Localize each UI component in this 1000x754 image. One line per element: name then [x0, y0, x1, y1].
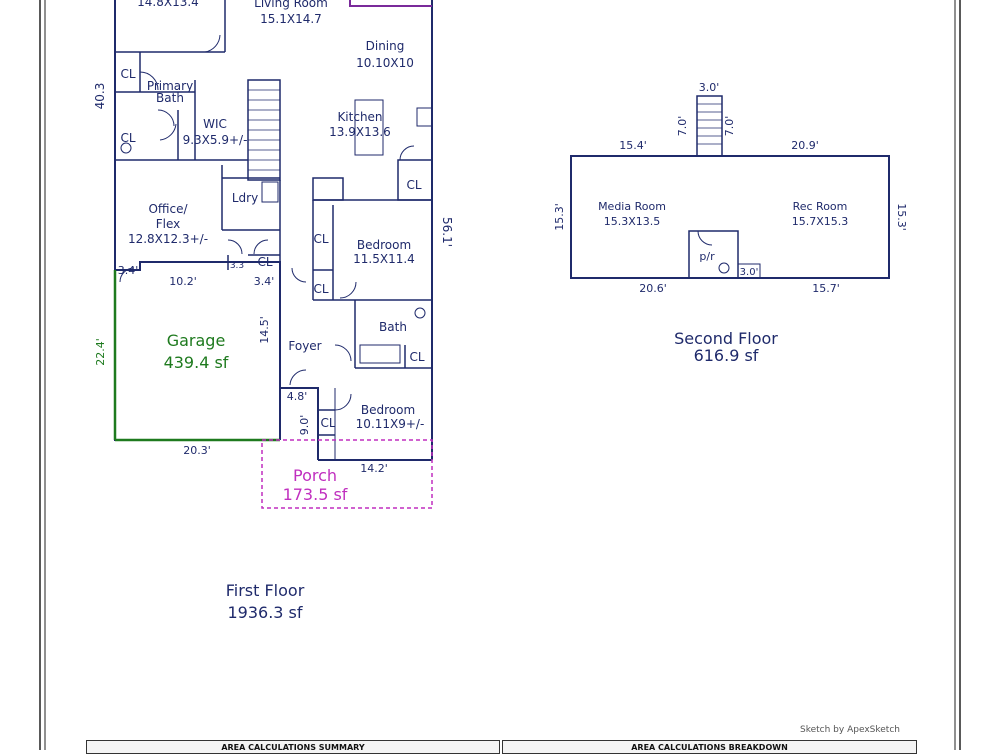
room-living-dims: 15.1X14.7	[260, 12, 322, 26]
room-media-dims: 15.3X13.5	[604, 215, 661, 228]
dim2-3-0-bottom: 3.0'	[740, 267, 759, 278]
sketch-credit: Sketch by ApexSketch	[800, 725, 900, 735]
powder-door-swing	[697, 230, 713, 246]
room-office-line1: Office/	[148, 202, 188, 216]
closet-label-5: CL	[313, 282, 328, 296]
bathtub	[359, 344, 401, 364]
closet-label-2: CL	[120, 131, 135, 145]
dim2-15-3-left: 15.3'	[553, 203, 566, 231]
dim-10-2: 10.2'	[169, 275, 197, 288]
area-breakdown-header: AREA CALCULATIONS BREAKDOWN	[502, 740, 917, 754]
room-office-line2: Flex	[156, 217, 181, 231]
room-wic-label: WIC	[203, 117, 227, 131]
kitchen-island	[312, 177, 344, 201]
room-wic-dims: 9.3X5.9+/-	[183, 133, 248, 147]
washer	[261, 181, 279, 203]
room-kitchen-dims: 13.9X13.6	[329, 125, 391, 139]
dim-22-4: 22.4'	[94, 338, 107, 366]
room-foyer-label: Foyer	[288, 339, 321, 353]
toilet-fixture-2	[414, 307, 426, 319]
dim-3-4-b: 3.4'	[254, 275, 275, 288]
room-living-label: Living Room	[254, 0, 328, 10]
second-floor-title: Second Floor	[674, 329, 778, 348]
area-summary-header: AREA CALCULATIONS SUMMARY	[86, 740, 500, 754]
wall-outline-west	[114, 0, 281, 440]
closet-label-3: CL	[406, 178, 421, 192]
stair-treads	[248, 89, 280, 171]
porch-outline	[261, 439, 433, 509]
small-closet-second	[737, 263, 761, 279]
first-floor-area: 1936.3 sf	[227, 603, 302, 622]
kitchen-counter	[354, 99, 384, 156]
first-floor-plan	[113, 0, 433, 509]
dim-3-4-a: 3.4'	[118, 264, 139, 277]
closet-label-7: CL	[409, 350, 424, 364]
room-bedroom-b-dims: 10.11X9+/-	[356, 417, 425, 431]
porch-label: Porch	[293, 466, 337, 485]
dim2-7-0-right: 7.0'	[723, 116, 736, 137]
room-rec-label: Rec Room	[793, 200, 848, 213]
room-primary-bath-line1: Primary	[147, 79, 193, 93]
closet-label-4: CL	[313, 232, 328, 246]
room-top-left-dims: 14.8X13.4	[137, 0, 199, 9]
dim-4-8: 4.8'	[287, 390, 308, 403]
first-floor-title: First Floor	[226, 581, 305, 600]
dim2-15-4: 15.4'	[619, 139, 647, 152]
dim2-15-7: 15.7'	[812, 282, 840, 295]
room-kitchen-label: Kitchen	[337, 110, 382, 124]
top-bay-wall	[349, 0, 432, 7]
cooktop	[416, 107, 433, 127]
powder-room-walls	[688, 230, 739, 279]
room-office-dims: 12.8X12.3+/-	[128, 232, 208, 246]
room-bath-label: Bath	[379, 320, 407, 334]
second-floor-plan	[570, 95, 890, 279]
room-bedroom-b-label: Bedroom	[361, 403, 415, 417]
room-primary-bath-line2: Bath	[156, 91, 184, 105]
toilet-fixture	[120, 142, 132, 154]
room-rec-dims: 15.7X15.3	[792, 215, 849, 228]
first-floor-labels: 14.8X13.4 Living Room 15.1X14.7 Dining 1…	[93, 0, 454, 622]
room-dining-dims: 10.10X10	[356, 56, 414, 70]
dim2-7-0-left: 7.0'	[676, 116, 689, 137]
dim-56-1: 56.1'	[440, 217, 454, 247]
closet-label-6: CL	[257, 255, 272, 269]
closet-label-8: CL	[320, 416, 335, 430]
closet-label-1: CL	[120, 67, 135, 81]
garage-walls	[114, 262, 280, 441]
porch-area: 173.5 sf	[283, 485, 348, 504]
garage-label: Garage	[167, 331, 226, 350]
second-stair-block	[696, 95, 723, 157]
dim-14-2: 14.2'	[360, 462, 388, 475]
dim2-20-6: 20.6'	[639, 282, 667, 295]
room-dining-label: Dining	[366, 39, 405, 53]
room-bedroom-a-label: Bedroom	[357, 238, 411, 252]
room-laundry-label: Ldry	[232, 191, 258, 205]
second-stair-treads	[697, 103, 722, 145]
small-closet-label: 3.3	[230, 261, 244, 271]
dim-9-0: 9.0'	[298, 415, 311, 436]
dim2-15-3-right: 15.3'	[895, 203, 908, 231]
room-bedroom-a-dims: 11.5X11.4	[353, 252, 415, 266]
garage-area: 439.4 sf	[164, 353, 229, 372]
dim2-20-9: 20.9'	[791, 139, 819, 152]
wall-foyer	[280, 387, 319, 460]
dim-20-3: 20.3'	[183, 444, 211, 457]
door-swings	[119, 34, 415, 411]
dim-14-5: 14.5'	[258, 316, 271, 344]
powder-toilet	[718, 262, 730, 274]
second-floor-area: 616.9 sf	[694, 346, 759, 365]
room-powder-label: p/r	[699, 250, 715, 263]
dim-40-3: 40.3	[93, 83, 107, 110]
dim2-3-0-top: 3.0'	[699, 81, 720, 94]
room-media-label: Media Room	[598, 200, 666, 213]
second-floor-labels: Media Room 15.3X13.5 Rec Room 15.7X15.3 …	[553, 81, 908, 365]
